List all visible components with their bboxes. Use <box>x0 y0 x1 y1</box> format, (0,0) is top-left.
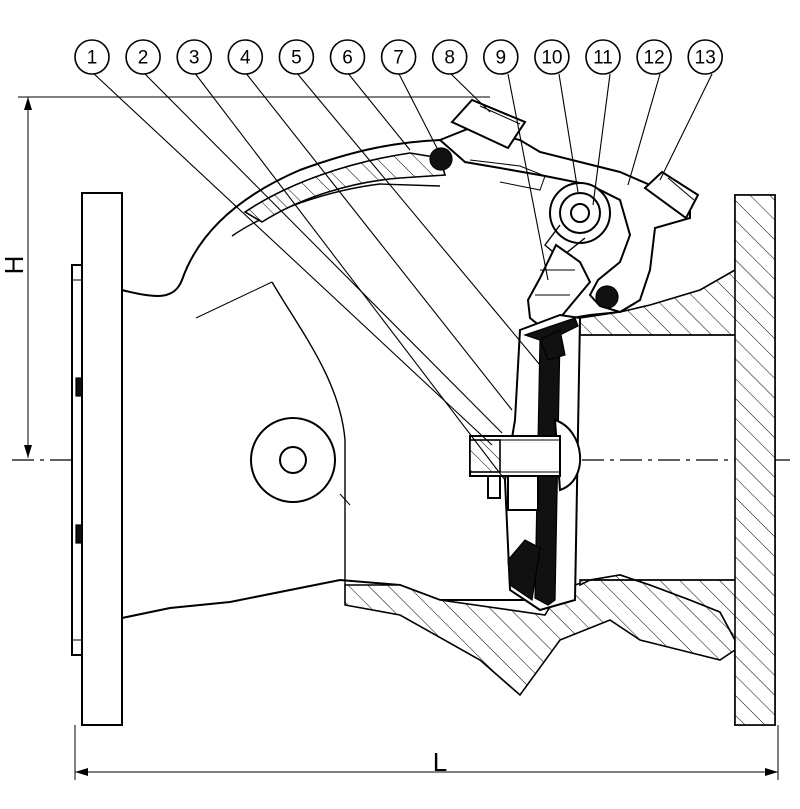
callout-circle <box>380 39 417 75</box>
callout-13: 13 <box>687 39 724 75</box>
length-dimension: L <box>74 725 779 780</box>
callout-circle <box>278 39 315 75</box>
callout-number: 10 <box>541 48 562 69</box>
callout-2: 2 <box>125 39 161 75</box>
callout-number: 13 <box>695 48 716 69</box>
callout-circle <box>687 39 724 75</box>
callout-circle <box>227 39 264 75</box>
leader-4 <box>244 71 513 411</box>
callout-1: 1 <box>74 39 110 75</box>
callout-5: 5 <box>278 39 315 75</box>
callout-circle <box>74 39 110 75</box>
callout-7: 7 <box>380 39 417 75</box>
leader-13 <box>659 73 713 181</box>
height-label: H <box>0 256 29 275</box>
right-flange <box>734 194 776 726</box>
leader-10 <box>558 73 579 193</box>
o-ring-top <box>429 147 453 171</box>
callout-number: 8 <box>444 48 455 69</box>
callout-11: 11 <box>585 39 621 75</box>
leader-6 <box>346 71 411 151</box>
callout-number: 1 <box>87 48 98 69</box>
callout-12: 12 <box>636 39 672 75</box>
leader-12 <box>627 73 661 186</box>
leader-2 <box>142 71 503 434</box>
inner-passage-left <box>271 281 346 585</box>
callout-number: 9 <box>496 48 507 69</box>
callout-number: 11 <box>593 48 613 69</box>
callout-circle <box>329 39 366 75</box>
o-ring-bottom <box>595 285 619 309</box>
callout-number: 12 <box>644 48 665 69</box>
callout-circle <box>534 39 570 75</box>
leader-lines <box>91 71 713 481</box>
left-flange <box>71 192 123 726</box>
callout-10: 10 <box>534 39 570 75</box>
callout-circle <box>125 39 161 75</box>
body-boss <box>250 417 336 503</box>
callout-9: 9 <box>482 39 519 75</box>
leader-1 <box>91 71 493 446</box>
leader-9 <box>507 73 549 281</box>
leader-5 <box>295 71 541 366</box>
callout-circle <box>176 39 212 75</box>
cover-bolt-right <box>643 170 700 220</box>
callout-number: 3 <box>189 48 200 69</box>
callout-number: 6 <box>342 48 353 69</box>
callout-3: 3 <box>176 39 212 75</box>
leader-11 <box>592 73 611 206</box>
callout-number: 7 <box>393 48 404 69</box>
disc-bolt <box>469 435 561 511</box>
inner-passage-top <box>231 183 441 237</box>
callout-4: 4 <box>227 39 264 75</box>
leader-3 <box>193 71 506 481</box>
callout-8: 8 <box>431 39 468 75</box>
callout-circle <box>431 39 468 75</box>
leader-7 <box>397 71 439 151</box>
callout-circle <box>636 39 672 75</box>
callout-circle <box>585 39 621 75</box>
callout-6: 6 <box>329 39 366 75</box>
leader-8 <box>448 71 491 113</box>
callout-number: 4 <box>240 48 251 69</box>
callout-number: 5 <box>291 48 302 69</box>
callout-number: 2 <box>138 48 149 69</box>
length-label: L <box>433 747 447 777</box>
callout-circle <box>482 39 519 75</box>
